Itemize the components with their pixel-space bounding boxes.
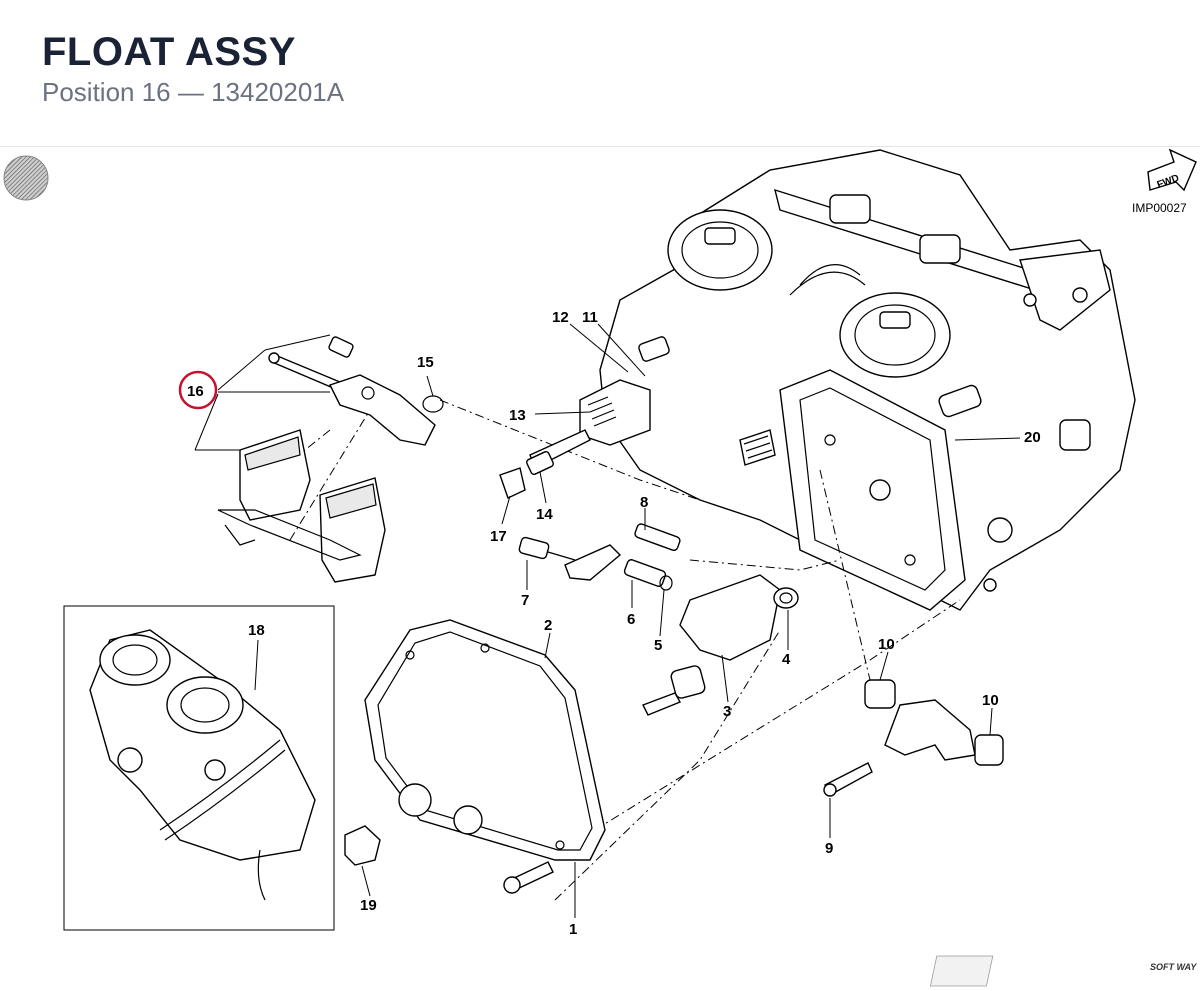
callout-16[interactable]: 16	[187, 383, 204, 400]
callout-10a[interactable]: 10	[878, 636, 895, 653]
leader-lines	[194, 323, 1021, 918]
callout-4[interactable]: 4	[782, 651, 791, 668]
loose-parts	[344, 429, 1004, 894]
callout-9[interactable]: 9	[825, 840, 833, 857]
callout-1[interactable]: 1	[569, 921, 577, 938]
callout-5[interactable]: 5	[654, 637, 662, 654]
callout-19[interactable]: 19	[360, 897, 377, 914]
inset-view-box	[63, 605, 335, 931]
callout-7[interactable]: 7	[521, 592, 529, 609]
carburetor-body	[579, 149, 1136, 611]
assembly-guide-lines	[279, 399, 961, 901]
fwd-arrow-icon: FWD	[1147, 148, 1197, 192]
highlight-ring	[178, 370, 218, 410]
callout-10b[interactable]: 10	[982, 692, 999, 709]
callout-17[interactable]: 17	[490, 528, 507, 545]
page-subtitle: Position 16 — 13420201A	[42, 77, 345, 107]
figure-code: IMP00027	[1132, 201, 1187, 215]
callout-8[interactable]: 8	[640, 494, 648, 511]
callout-2[interactable]: 2	[544, 617, 552, 634]
circlip-15	[422, 395, 444, 413]
callout-15[interactable]: 15	[417, 354, 434, 371]
corner-disc-icon	[3, 155, 49, 201]
callout-13[interactable]: 13	[509, 407, 526, 424]
float-assembly	[217, 336, 436, 583]
page-header: FLOAT ASSY Position 16 — 13420201A	[0, 0, 1200, 147]
callout-6[interactable]: 6	[627, 611, 635, 628]
callout-14[interactable]: 14	[536, 506, 553, 523]
brand-logo: SOFT WAY	[929, 955, 1197, 987]
page-title: FLOAT ASSY	[42, 30, 296, 74]
brand-logo-text: SOFT WAY	[1150, 962, 1197, 972]
exploded-parts-diagram: FWD IMP00027	[3, 148, 1197, 987]
callout-20[interactable]: 20	[1024, 429, 1041, 446]
callout-12[interactable]: 12	[552, 309, 569, 326]
callout-labels: 1 2 3 4 5 6 7 8 9 10 10 11 12 13 14 15 1…	[187, 309, 1041, 938]
callout-18[interactable]: 18	[248, 622, 265, 639]
callout-3[interactable]: 3	[723, 703, 731, 720]
callout-11[interactable]: 11	[582, 309, 598, 326]
